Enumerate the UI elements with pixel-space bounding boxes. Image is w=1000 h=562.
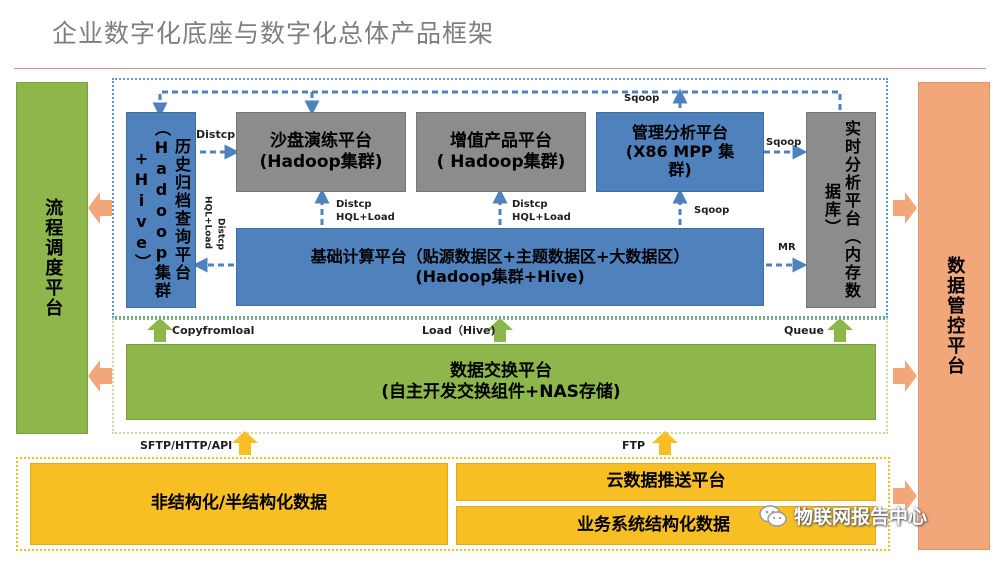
label-mr: MR bbox=[778, 242, 796, 253]
management-analysis-platform: 管理分析平台 (X86 MPP 集 群) bbox=[596, 112, 764, 192]
value-added-platform-name: 增值产品平台 bbox=[450, 130, 552, 151]
arrow-left-upper bbox=[88, 192, 112, 224]
arrow-up-copyfromloal bbox=[147, 318, 173, 342]
source-frame bbox=[16, 457, 890, 551]
arrow-left-lower bbox=[88, 360, 112, 392]
watermark-text: 物联网报告中心 bbox=[794, 506, 928, 528]
label-hql-side: HQL+Load bbox=[202, 196, 213, 249]
wechat-icon bbox=[759, 504, 787, 527]
arrow-right-3 bbox=[893, 480, 917, 512]
watermark: 物联网报告中心 bbox=[758, 502, 927, 529]
exchange-frame bbox=[112, 318, 888, 434]
label-sftp: SFTP/HTTP/API bbox=[140, 439, 233, 452]
value-added-platform: 增值产品平台 ( Hadoop集群) bbox=[416, 112, 586, 192]
sandbox-platform: 沙盘演练平台 (Hadoop集群) bbox=[236, 112, 406, 192]
data-exchange-platform: 数据交换平台 (自主开发交换组件+NAS存储) bbox=[126, 344, 876, 420]
process-scheduling-platform: 流程调度平台 bbox=[16, 82, 88, 434]
label-sqoop-top: Sqoop bbox=[624, 93, 660, 104]
business-structured-data: 业务系统结构化数据 bbox=[456, 506, 876, 545]
arrow-up-queue bbox=[827, 318, 853, 342]
base-computing-platform-sub: (Hadoop集群+Hive) bbox=[415, 267, 585, 286]
data-exchange-platform-name: 数据交换平台 bbox=[450, 360, 552, 381]
arrow-right-2 bbox=[893, 360, 917, 392]
label-distcp-side: Distcp bbox=[215, 218, 226, 250]
sandbox-platform-name: 沙盘演练平台 bbox=[270, 130, 372, 151]
label-hql-a: HQL+Load bbox=[336, 212, 395, 223]
label-distcp-a: Distcp bbox=[336, 199, 372, 210]
label-load-hive: Load（Hive) bbox=[422, 324, 496, 337]
management-analysis-platform-sub1: (X86 MPP 集 bbox=[625, 141, 735, 161]
arrow-up-sftp bbox=[232, 431, 258, 455]
label-hql-b: HQL+Load bbox=[512, 212, 571, 223]
history-archive-platform: 历史归档查询平台（Hadoop集群+Hive） bbox=[126, 112, 196, 308]
data-governance-platform: 数据管控平台 bbox=[918, 82, 990, 550]
unstructured-data: 非结构化/半结构化数据 bbox=[30, 463, 448, 545]
cloud-data-push-platform: 云数据推送平台 bbox=[456, 463, 876, 501]
base-computing-platform: 基础计算平台（贴源数据区+主题数据区+大数据区） (Hadoop集群+Hive) bbox=[236, 228, 764, 306]
label-ftp: FTP bbox=[622, 439, 646, 452]
base-computing-platform-name: 基础计算平台（贴源数据区+主题数据区+大数据区） bbox=[310, 247, 690, 266]
management-analysis-platform-name: 管理分析平台 bbox=[631, 123, 728, 143]
arrow-up-ftp bbox=[652, 431, 678, 455]
upper-frame bbox=[112, 78, 888, 318]
label-sqoop-mid: Sqoop bbox=[694, 205, 730, 216]
page-title: 企业数字化底座与数字化总体产品框架 bbox=[52, 19, 495, 48]
data-exchange-platform-sub: (自主开发交换组件+NAS存储) bbox=[381, 382, 621, 402]
label-queue: Queue bbox=[784, 324, 824, 337]
sandbox-platform-sub: (Hadoop集群) bbox=[259, 152, 383, 172]
arrow-up-load bbox=[487, 318, 513, 342]
management-analysis-platform-sub2: 群) bbox=[668, 160, 692, 180]
label-distcp-b: Distcp bbox=[512, 199, 548, 210]
label-distcp-top: Distcp bbox=[196, 128, 236, 141]
title-divider bbox=[14, 68, 986, 69]
arrow-right-1 bbox=[893, 192, 917, 224]
realtime-analysis-platform: 实时分析平台（内存数据库） bbox=[806, 112, 876, 308]
label-copyfromloal: Copyfromloal bbox=[172, 324, 255, 337]
label-sqoop-right: Sqoop bbox=[766, 137, 802, 148]
value-added-platform-sub: ( Hadoop集群) bbox=[436, 152, 566, 172]
